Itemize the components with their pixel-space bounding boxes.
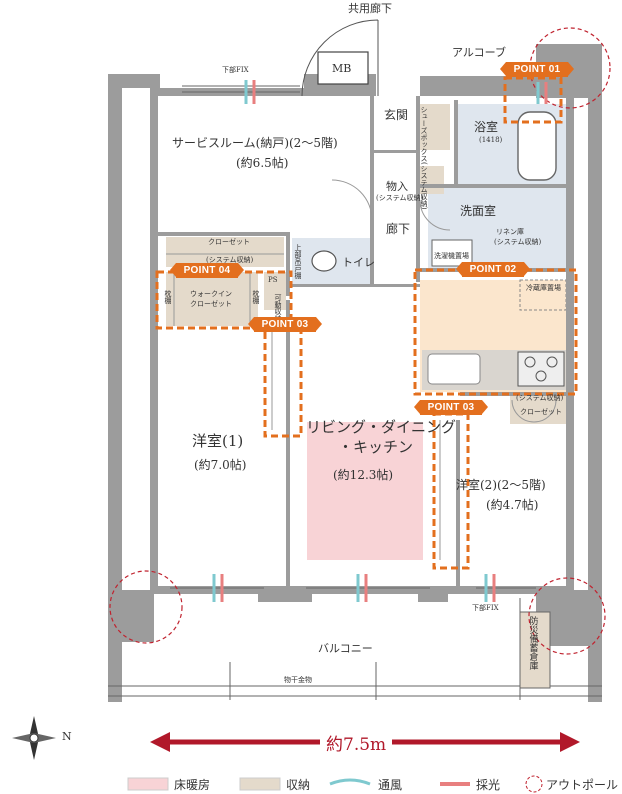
point-02-badge: POINT 02 (456, 262, 530, 277)
western2-size-label: (約4.7帖) (486, 498, 539, 512)
toilet-bowl (311, 250, 337, 272)
outpole-markers (109, 27, 611, 655)
windows (170, 85, 536, 589)
entry-door-swing (301, 19, 379, 97)
washer-label: 洗濯機置場 (434, 252, 469, 260)
sink (427, 353, 481, 385)
legend-outpole-label: アウトポール (546, 778, 619, 792)
ldk-size-label: (約12.3帖) (333, 468, 394, 482)
shoes-box-area (418, 104, 450, 150)
alcove-label: アルコーブ (452, 46, 507, 59)
storage-cupboard-area (416, 166, 444, 194)
balcony-label: バルコニー (318, 642, 373, 655)
closet2-sub-label: (システム収納) (516, 394, 564, 402)
disaster-storage-label: 防災備蓄倉庫 (527, 616, 538, 670)
walkin-closet-area (166, 272, 258, 326)
compass-north-label: N (62, 730, 72, 743)
floor-heating-swatch (127, 777, 169, 791)
closet-label: クローゼット (208, 238, 250, 246)
point-01-badge: POINT 01 (500, 62, 574, 77)
washer-space (431, 239, 473, 267)
western1-size-label: (約7.0帖) (194, 458, 247, 472)
linen-sub-label: (システム収納) (494, 238, 542, 246)
closet-area (166, 237, 284, 267)
storage-label: 物入 (386, 180, 408, 193)
walkin-label: ウォークイン (190, 290, 232, 298)
movable-storage-label: 可動収納 (274, 294, 282, 322)
ldk-label-2: ・キッチン (338, 438, 414, 456)
point-03-badge-right: POINT 03 (414, 400, 488, 415)
shoes-box-label: シューズボックス(システム収納) (420, 106, 428, 210)
legend-daylight-label: 採光 (476, 778, 501, 792)
floor-heating-area (307, 422, 423, 560)
walkin-label-2: クローゼット (190, 300, 232, 308)
upper-storage-label: 上部吊戸棚 (294, 244, 302, 279)
point-03-badge-left: POINT 03 (248, 317, 322, 332)
entrance-label: 玄関 (384, 108, 409, 122)
shared-corridor-label: 共用廊下 (348, 2, 392, 15)
point-04-badge: POINT 04 (170, 263, 244, 278)
hanger-label: 物干金物 (284, 676, 312, 684)
outpole-dashed-circle (525, 775, 543, 793)
sash-right (418, 592, 448, 602)
ldk-label: リビング・ダイニング (306, 418, 457, 436)
pillar-shelf-label-left: 枕棚 (164, 290, 172, 304)
airflow-arrows (212, 80, 548, 602)
legend-ventilation-label: 通風 (378, 778, 403, 792)
hallway-label: 廊下 (386, 222, 411, 236)
bath-size-label: (1418) (479, 136, 503, 144)
bathtub (517, 111, 557, 181)
western2-label: 洋室(2)(2〜5階) (456, 478, 546, 492)
storage-sub-label: (システム収納) (376, 194, 424, 202)
width-dimension-label: 約7.5m (320, 730, 393, 755)
toilet-label: トイレ (342, 256, 375, 269)
ps-label: PS (268, 276, 278, 284)
mb-label: MB (332, 62, 352, 75)
ventilation-arrow (329, 778, 371, 786)
lower-fix-top-label: 下部FIX (222, 66, 249, 74)
fridge-label: 冷蔵庫置場 (526, 284, 561, 292)
pillar-shelf-label-right: 枕棚 (252, 290, 260, 304)
closet2-label: クローゼット (520, 408, 562, 416)
storage-swatch (239, 777, 281, 791)
stove (517, 351, 565, 387)
bath-label: 浴室 (474, 120, 499, 134)
linen-label: リネン庫 (496, 228, 524, 236)
movable-storage-area (264, 272, 286, 310)
compass-rose (12, 716, 56, 760)
closet2-area (510, 392, 566, 424)
legend-floor-heating-label: 床暖房 (174, 778, 211, 792)
mb-box (317, 51, 369, 85)
closet-sub-label: (システム収納) (206, 256, 254, 264)
service-room-label: サービスルーム(納戸)(2〜5階) (172, 136, 338, 150)
washroom-label: 洗面室 (460, 204, 497, 218)
service-room-size-label: (約6.5帖) (236, 156, 289, 170)
lower-fix-bottom-label: 下部FIX (472, 604, 499, 612)
western1-label: 洋室(1) (192, 432, 244, 450)
sash-left (258, 592, 312, 602)
legend-storage-label: 収納 (286, 778, 311, 792)
